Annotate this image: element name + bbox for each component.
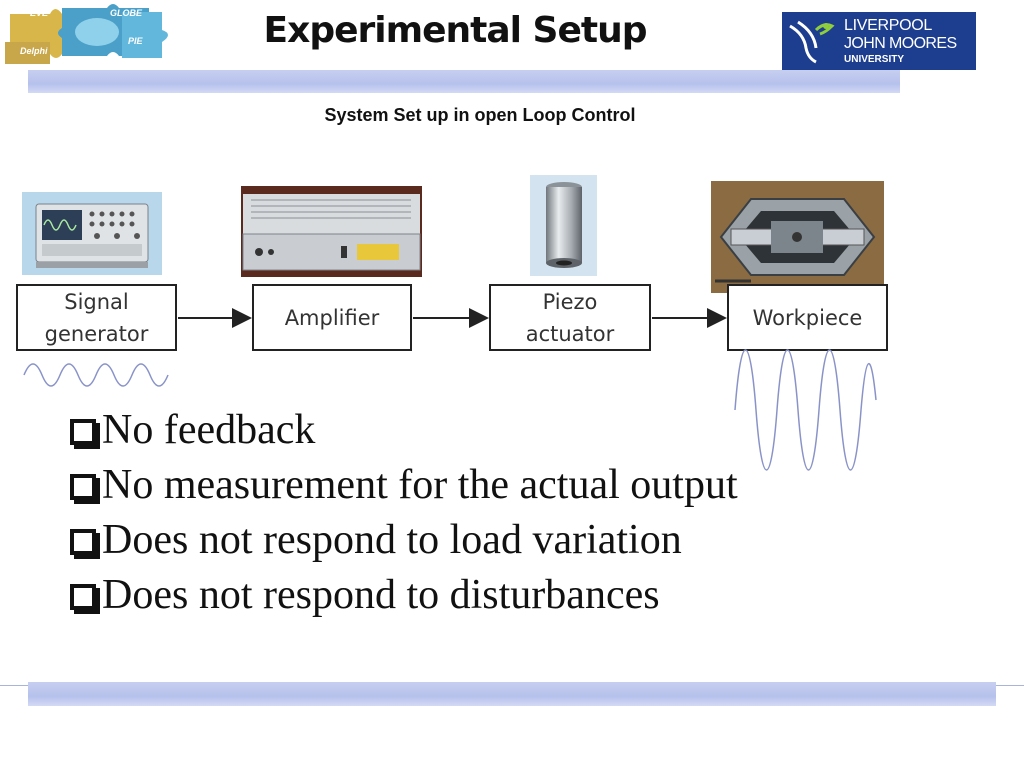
footer-bar	[28, 682, 996, 706]
input-wave	[23, 363, 169, 387]
bullet-item: Does not respond to load variation	[70, 512, 738, 567]
puzzle-logo: EVE GLOBE PIE Delphi	[2, 2, 182, 68]
bullet-text: No measurement for the actual output	[102, 461, 738, 508]
bullet-list: No feedback No measurement for the actua…	[70, 402, 738, 622]
footer-line-left	[0, 685, 28, 686]
puzzle-text-delphi: Delphi	[20, 46, 48, 56]
amplifier-block: Amplifier	[252, 284, 412, 351]
bullet-item: Does not respond to disturbances	[70, 567, 738, 622]
logo-line-1: LIVERPOOL	[844, 17, 933, 34]
workpiece-photo	[711, 181, 884, 293]
oscilloscope-photo	[22, 192, 162, 275]
bullet-text: Does not respond to load variation	[102, 516, 682, 563]
checkbox-bullet-icon	[70, 528, 96, 555]
puzzle-text-pie: PIE	[128, 36, 143, 46]
checkbox-bullet-icon	[70, 473, 96, 500]
checkbox-bullet-icon	[70, 583, 96, 610]
output-wave	[734, 349, 877, 471]
checkbox-bullet-icon	[70, 418, 96, 445]
workpiece-block: Workpiece	[727, 284, 888, 351]
bullet-text: Does not respond to disturbances	[102, 571, 660, 618]
bullet-item: No measurement for the actual output	[70, 457, 738, 512]
diagram-subtitle: System Set up in open Loop Control	[324, 105, 636, 125]
puzzle-text-globe: GLOBE	[110, 8, 143, 18]
logo-line-2: JOHN MOORES	[844, 35, 957, 52]
footer-line-right	[996, 685, 1024, 686]
logo-line-3: UNIVERSITY	[844, 54, 905, 65]
piezo-actuator-block: Piezo actuator	[489, 284, 651, 351]
university-logo: LIVERPOOL JOHN MOORES UNIVERSITY	[782, 12, 976, 70]
liver-bird-icon	[789, 20, 835, 64]
puzzle-text-eve: EVE	[30, 8, 49, 18]
bullet-text: No feedback	[102, 406, 316, 453]
title-underline-bar	[28, 70, 900, 93]
slide-title: Experimental Setup	[263, 10, 648, 51]
signal-generator-block: Signal generator	[16, 284, 177, 351]
piezo-actuator-photo	[530, 175, 597, 276]
bullet-item: No feedback	[70, 402, 738, 457]
amplifier-photo	[241, 186, 422, 277]
